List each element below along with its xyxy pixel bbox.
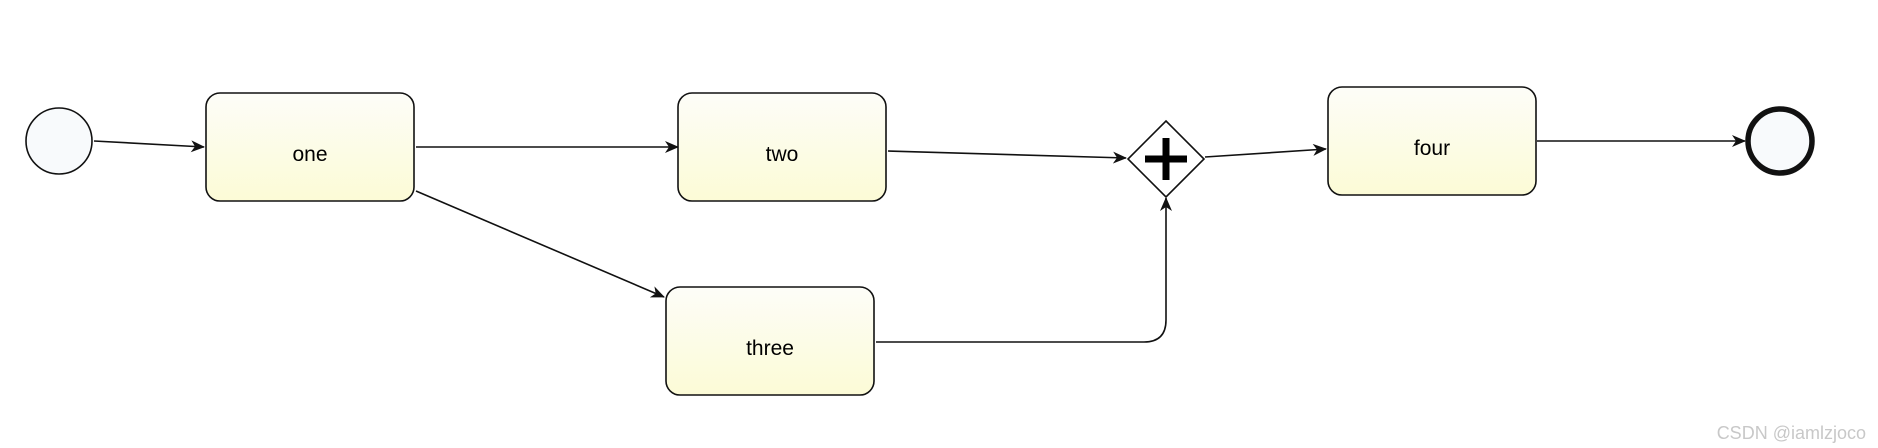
start-event[interactable] [25,107,93,175]
task-two-label: two [766,143,799,166]
parallel-gateway[interactable] [1126,119,1206,199]
task-two[interactable]: two [677,92,887,202]
task-one-label: one [292,143,327,166]
flow-start-to-one[interactable] [93,140,205,153]
flow-three-to-gateway[interactable] [876,197,1172,343]
flow-two-to-gateway[interactable] [887,150,1127,164]
end-event[interactable] [1745,106,1815,176]
watermark: CSDN @iamlzjoco [1716,423,1866,443]
plus-icon [1145,138,1187,180]
task-three[interactable]: three [665,286,875,396]
task-four[interactable]: four [1327,86,1537,196]
sequence-flows [93,135,1746,343]
task-three-label: three [746,337,794,360]
task-one[interactable]: one [205,92,415,202]
flow-gateway-to-four[interactable] [1204,143,1327,158]
task-four-label: four [1414,137,1450,160]
flow-one-to-three[interactable] [415,190,665,298]
